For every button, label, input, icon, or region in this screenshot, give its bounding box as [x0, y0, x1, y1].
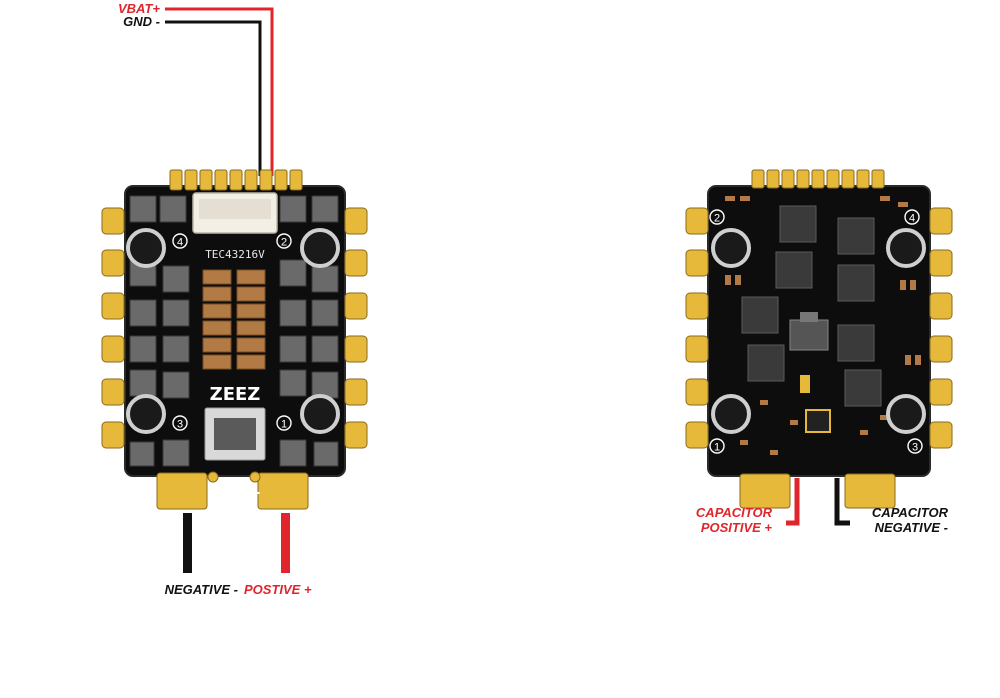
right-chips: [741, 205, 882, 407]
left-motor-number-3: 3: [177, 419, 183, 431]
vbat-label: VBAT+: [117, 1, 160, 16]
right-motor-number-4: 4: [909, 213, 915, 225]
board-part-number: TEC43216V: [205, 248, 265, 261]
right-connector-pins: [751, 169, 885, 189]
right-motor-number-2: 2: [714, 213, 720, 225]
left-motor-pads-east: [344, 207, 368, 449]
plus-sign: +: [250, 483, 261, 503]
cap-negative-line2: NEGATIVE -: [874, 520, 948, 535]
positive-lead: [281, 513, 290, 573]
right-motor-number-1: 1: [714, 442, 720, 454]
left-mounting-holes: [126, 228, 340, 434]
right-mounting-holes: [711, 228, 926, 434]
right-motor-pads-east: [929, 207, 953, 449]
cap-negative-lead: [834, 478, 850, 526]
current-sensor-chip: [805, 409, 831, 433]
left-motor-number-1: 1: [281, 419, 287, 431]
negative-label: NEGATIVE -: [164, 582, 238, 597]
cap-positive-lead: [786, 478, 800, 526]
left-esc-board: 4 2 3 1 TEC43216V ZEEZ − +: [101, 7, 368, 573]
cap-positive-line1: CAPACITOR: [695, 505, 772, 520]
battery-pads: [156, 471, 309, 510]
gnd-label: GND -: [123, 14, 160, 29]
right-esc-board: 2 4 1 3: [685, 169, 953, 526]
positive-label: POSTIVE +: [244, 582, 312, 597]
cap-negative-label: CAPACITOR NEGATIVE -: [846, 505, 948, 535]
right-battery-pads: [739, 473, 896, 509]
cap-positive-line2: POSITIVE +: [700, 520, 772, 535]
right-motor-pads-west: [685, 207, 709, 449]
right-motor-number-3: 3: [912, 442, 918, 454]
board-logo: ZEEZ: [210, 384, 261, 405]
minus-sign: −: [208, 483, 219, 503]
left-motor-pads-west: [101, 207, 125, 449]
negative-lead: [183, 513, 192, 573]
left-mosfets: [129, 195, 339, 467]
connector-pins: [169, 169, 303, 191]
left-motor-number-2: 2: [281, 237, 287, 249]
voltage-regulator: [789, 319, 829, 351]
cap-negative-line1: CAPACITOR: [871, 505, 948, 520]
vbat-wire: [165, 7, 274, 176]
smd-components: [725, 196, 921, 455]
left-motor-number-4: 4: [177, 237, 183, 249]
gnd-wire: [165, 20, 262, 176]
capacitor-bank: [202, 269, 266, 370]
left-board-body: [125, 186, 345, 476]
cap-positive-label: CAPACITOR POSITIVE +: [660, 505, 772, 535]
